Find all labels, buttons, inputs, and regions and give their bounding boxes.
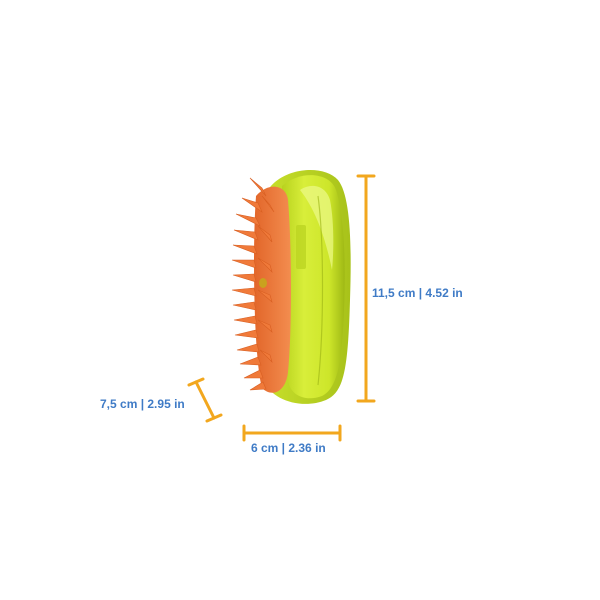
bristle-teeth	[231, 177, 275, 391]
height-label: 11,5 cm | 4.52 in	[372, 286, 463, 300]
bristle-pad	[254, 186, 291, 393]
width-label: 6 cm | 2.36 in	[251, 441, 326, 455]
steam-button	[259, 278, 267, 288]
depth-label: 7,5 cm | 2.95 in	[100, 397, 185, 411]
width-measure-line	[242, 424, 342, 442]
depth-measure-line	[187, 377, 223, 423]
height-measure-line	[356, 174, 376, 403]
